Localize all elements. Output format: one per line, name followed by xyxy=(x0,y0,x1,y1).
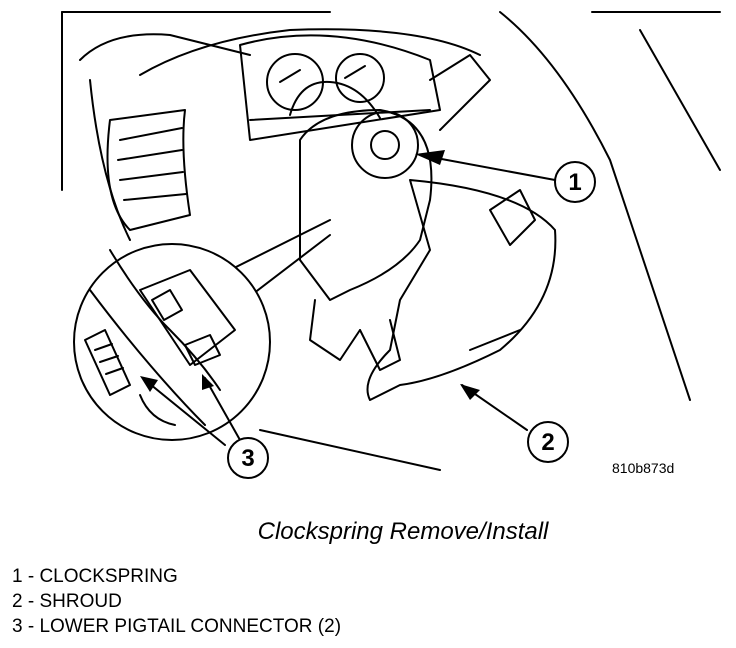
figure-id: 810b873d xyxy=(612,460,675,476)
arrowhead-2 xyxy=(460,384,480,400)
steering-column xyxy=(289,54,491,371)
callout-label-3: 3 xyxy=(241,445,254,472)
instrument-cluster xyxy=(239,34,441,141)
air-vent xyxy=(106,109,191,231)
legend-item-3: 3 - LOWER PIGTAIL CONNECTOR (2) xyxy=(12,616,342,637)
clockspring-illustration: 1 2 3 xyxy=(61,11,721,479)
arrowhead-1 xyxy=(415,150,445,165)
callout-circle-2 xyxy=(527,421,569,463)
callout-label-2: 2 xyxy=(541,429,554,456)
callout-circle-1 xyxy=(554,161,596,203)
dashboard-outline xyxy=(61,11,721,471)
callout-label-1: 1 xyxy=(568,169,581,196)
callout-circle-3 xyxy=(227,437,269,479)
detail-magnifier xyxy=(73,219,331,441)
legend-list: 1 - CLOCKSPRING 2 - SHROUD 3 - LOWER PIG… xyxy=(12,564,341,639)
legend-item-1: 1 - CLOCKSPRING xyxy=(12,566,178,587)
figure-caption: Clockspring Remove/Install xyxy=(257,518,549,545)
arrowhead-3b xyxy=(202,374,214,390)
arrowhead-3a xyxy=(140,376,158,392)
shroud xyxy=(366,179,557,401)
legend-item-2: 2 - SHROUD xyxy=(12,591,122,612)
